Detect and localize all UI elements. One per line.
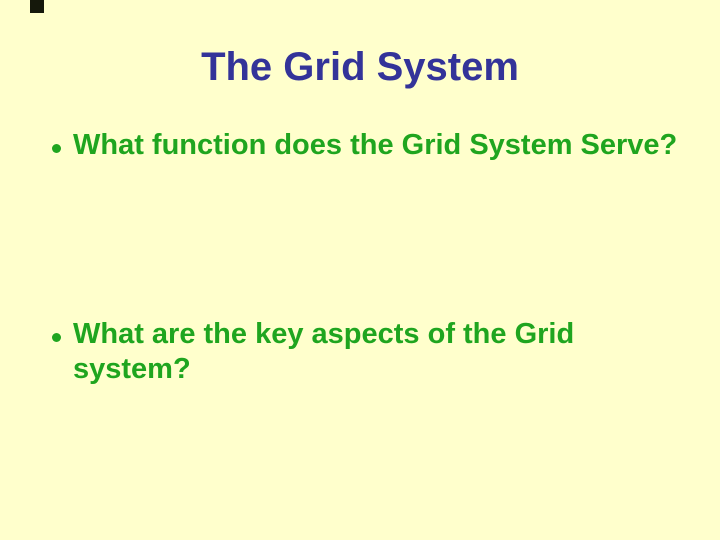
slide-title: The Grid System — [201, 45, 519, 89]
bullet-text: What are the key aspects of the Grid sys… — [73, 318, 575, 385]
bullet-text: What function does the Grid System Serve… — [73, 129, 678, 161]
corner-marker-square — [30, 0, 44, 13]
bullet-dot-icon — [52, 144, 61, 153]
bullet-item: What function does the Grid System Serve… — [52, 128, 693, 163]
bullet-item: What are the key aspects of the Grid sys… — [52, 317, 613, 387]
bullet-dot-icon — [52, 333, 61, 342]
